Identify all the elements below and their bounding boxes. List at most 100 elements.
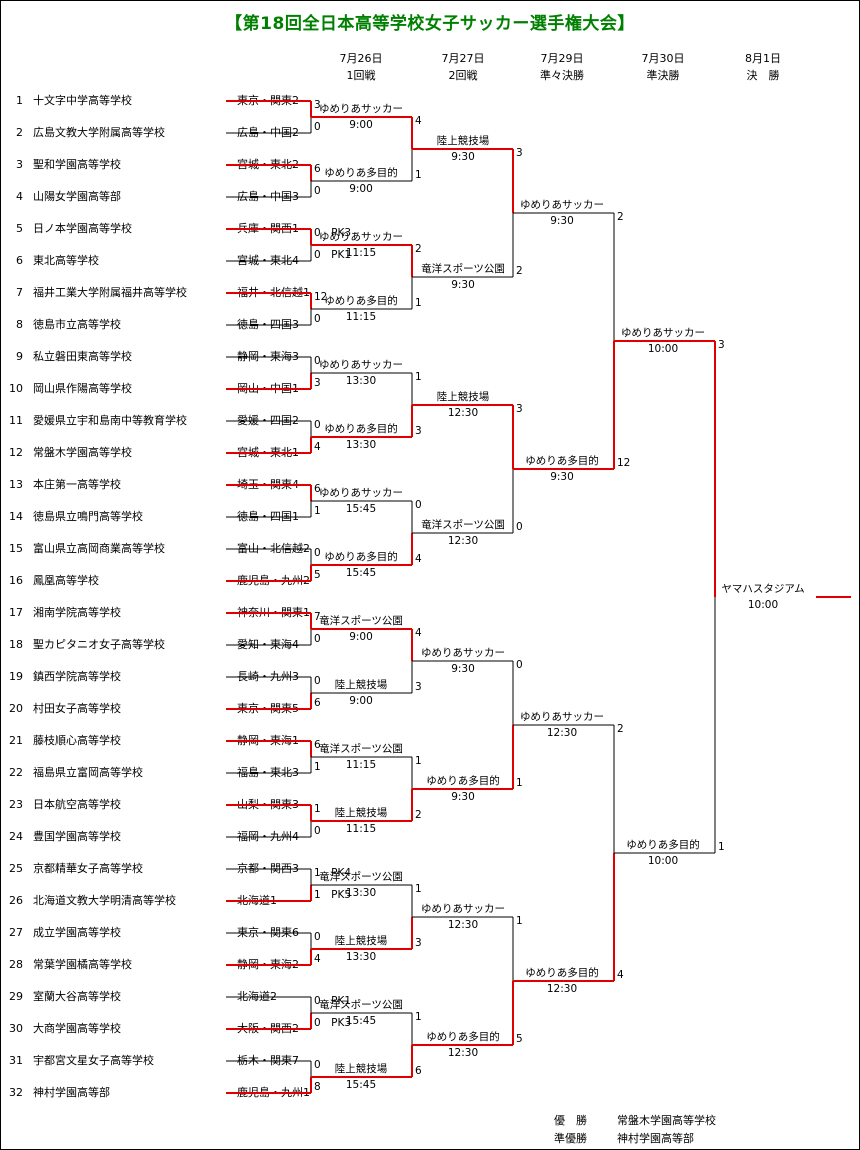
match-time: 11:15 xyxy=(345,247,377,259)
match-venue: ゆめりあサッカー xyxy=(421,903,505,915)
match-score: 1 xyxy=(314,761,321,773)
team-number: 22 xyxy=(9,766,23,779)
team-number: 15 xyxy=(9,542,23,555)
team-number: 3 xyxy=(16,158,23,171)
team-number: 7 xyxy=(16,286,23,299)
match-time: 11:15 xyxy=(345,823,377,835)
match-time: 9:30 xyxy=(550,471,574,483)
match-time: 15:45 xyxy=(345,1015,377,1027)
team-name: 徳島市立高等学校 xyxy=(33,318,121,331)
match-venue: 陸上競技場 xyxy=(334,807,388,819)
match-time: 12:30 xyxy=(447,407,479,419)
match-time: 9:30 xyxy=(550,215,574,227)
team-name: 十文字中学高等学校 xyxy=(33,94,132,107)
match-venue: ゆめりあ多目的 xyxy=(525,967,599,979)
team-name: 京都精華女子高等学校 xyxy=(33,862,143,875)
match-score: 3 xyxy=(415,937,422,949)
team-name: 日ノ本学園高等学校 xyxy=(33,222,132,235)
match-venue: 陸上競技場 xyxy=(334,1063,388,1075)
match-score: 1 xyxy=(516,915,523,927)
team-number: 2 xyxy=(16,126,23,139)
match-time: 13:30 xyxy=(345,375,377,387)
match-time: 12:30 xyxy=(447,1047,479,1059)
match-score: 0 xyxy=(314,825,321,837)
match-score: 0 xyxy=(314,185,321,197)
match-score: 1 PK5 xyxy=(314,889,352,901)
round-date: 7月30日 xyxy=(641,52,685,65)
match-time: 11:15 xyxy=(345,759,377,771)
team-number: 19 xyxy=(9,670,23,683)
match-time: 9:30 xyxy=(451,791,475,803)
match-venue: ゆめりあサッカー xyxy=(520,711,604,723)
match-time: 12:30 xyxy=(546,727,578,739)
team-number: 6 xyxy=(16,254,23,267)
team-name: 徳島県立鳴門高等学校 xyxy=(33,510,143,523)
match-venue: 竜洋スポーツ公園 xyxy=(319,743,403,755)
team-name: 福島県立富岡高等学校 xyxy=(33,766,143,779)
team-number: 25 xyxy=(9,862,23,875)
match-time: 10:00 xyxy=(647,343,679,355)
round-date: 7月27日 xyxy=(441,52,485,65)
match-score: 1 xyxy=(718,841,725,853)
team-number: 26 xyxy=(9,894,23,907)
page-title: 【第18回全日本高等学校女子サッカー選手権大会】 xyxy=(225,14,635,34)
runnerup-team: 神村学園高等部 xyxy=(617,1132,694,1145)
round-date: 8月1日 xyxy=(745,52,781,65)
team-name: 豊国学園高等学校 xyxy=(33,830,121,843)
team-number: 28 xyxy=(9,958,23,971)
match-score: 0 PK3 xyxy=(314,227,352,239)
match-score: 4 xyxy=(415,627,422,639)
match-time: 11:15 xyxy=(345,311,377,323)
team-name: 聖カピタニオ女子高等学校 xyxy=(33,638,165,651)
match-score: 5 xyxy=(516,1033,523,1045)
match-score: 6 xyxy=(314,163,321,175)
team-number: 24 xyxy=(9,830,23,843)
match-score: 0 xyxy=(415,499,422,511)
match-venue: ゆめりあサッカー xyxy=(421,647,505,659)
match-time: 9:00 xyxy=(349,695,373,707)
team-name: 鎮西学院高等学校 xyxy=(33,670,121,683)
team-number: 16 xyxy=(9,574,23,587)
match-score: 1 xyxy=(516,777,523,789)
team-name: 大商学園高等学校 xyxy=(33,1022,121,1035)
match-score: 5 xyxy=(314,569,321,581)
team-name: 岡山県作陽高等学校 xyxy=(33,382,132,395)
match-score: 6 xyxy=(314,483,321,495)
match-score: 3 xyxy=(415,425,422,437)
team-number: 27 xyxy=(9,926,23,939)
match-score: 3 xyxy=(516,403,523,415)
match-score: 0 xyxy=(314,675,321,687)
match-score: 1 xyxy=(415,755,422,767)
match-score: 4 xyxy=(314,953,321,965)
team-name: 本庄第一高等学校 xyxy=(33,478,121,491)
team-name: 常盤木学園高等学校 xyxy=(33,446,132,459)
match-venue: ゆめりあサッカー xyxy=(621,327,705,339)
team-name: 成立学園高等学校 xyxy=(33,926,121,939)
match-time: 12:30 xyxy=(447,919,479,931)
match-score: 2 xyxy=(415,809,422,821)
team-number: 1 xyxy=(16,94,23,107)
match-time: 13:30 xyxy=(345,439,377,451)
match-score: 1 xyxy=(415,371,422,383)
match-score: 0 xyxy=(314,931,321,943)
match-score: 0 xyxy=(314,419,321,431)
round-name: 準決勝 xyxy=(646,69,680,82)
match-time: 12:30 xyxy=(447,535,479,547)
team-number: 20 xyxy=(9,702,23,715)
team-name: 東北高等学校 xyxy=(33,254,99,267)
match-time: 9:30 xyxy=(451,663,475,675)
round-date: 7月29日 xyxy=(540,52,584,65)
team-number: 17 xyxy=(9,606,23,619)
match-score: 0 xyxy=(516,659,523,671)
team-number: 21 xyxy=(9,734,23,747)
match-venue: 竜洋スポーツ公園 xyxy=(319,999,403,1011)
team-number: 9 xyxy=(16,350,23,363)
round-name: 準々決勝 xyxy=(540,69,584,82)
match-score: 0 xyxy=(314,633,321,645)
team-number: 14 xyxy=(9,510,23,523)
match-score: 1 xyxy=(314,505,321,517)
match-venue: ゆめりあ多目的 xyxy=(525,455,599,467)
match-time: 9:00 xyxy=(349,183,373,195)
team-name: 鳳凰高等学校 xyxy=(33,574,99,587)
team-number: 29 xyxy=(9,990,23,1003)
